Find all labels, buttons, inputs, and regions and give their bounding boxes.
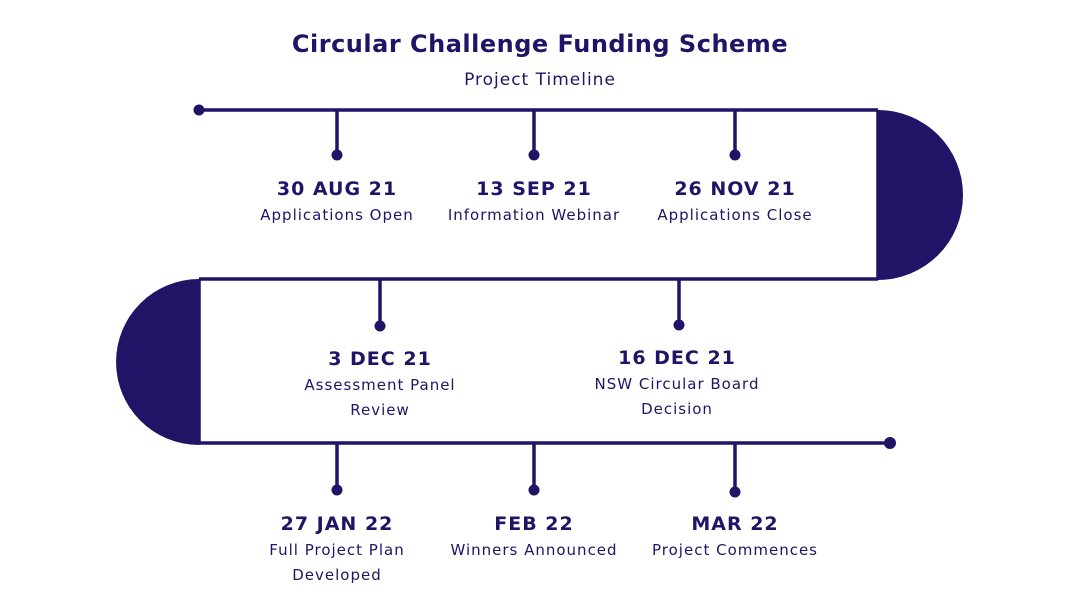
milestone: 3 DEC 21 Assessment Panel Review	[285, 348, 475, 423]
milestone-dot	[528, 484, 540, 496]
track-start-dot	[193, 104, 205, 116]
milestone-date: 3 DEC 21	[328, 348, 432, 370]
left-half-circle	[116, 279, 199, 445]
milestone-label: Assessment Panel Review	[304, 376, 456, 419]
milestone-label: Applications Open	[260, 206, 414, 224]
milestone-dot	[528, 149, 540, 161]
milestone-date: MAR 22	[691, 513, 779, 535]
milestone-dot	[729, 486, 741, 498]
milestone-dot	[331, 149, 343, 161]
milestone-date: 13 SEP 21	[476, 178, 592, 200]
milestone-dot	[673, 319, 685, 331]
right-half-circle	[878, 110, 963, 280]
milestone: 30 AUG 21 Applications Open	[227, 178, 447, 228]
milestone-label: Project Commences	[652, 541, 818, 559]
page-title: Circular Challenge Funding Scheme	[291, 30, 789, 58]
milestone-dot	[374, 320, 386, 332]
milestone: FEB 22 Winners Announced	[424, 513, 644, 563]
milestone: 13 SEP 21 Information Webinar	[424, 178, 644, 228]
milestone-label: Winners Announced	[450, 541, 618, 559]
page-subtitle: Project Timeline	[464, 70, 616, 90]
milestone-dot	[331, 484, 343, 496]
milestone-label: Full Project Plan Developed	[269, 541, 405, 584]
milestone-dot	[729, 149, 741, 161]
milestone-date: FEB 22	[494, 513, 574, 535]
milestone: 27 JAN 22 Full Project Plan Developed	[252, 513, 422, 588]
milestone: MAR 22 Project Commences	[625, 513, 845, 563]
milestone-label: NSW Circular Board Decision	[594, 375, 760, 418]
milestone-date: 26 NOV 21	[674, 178, 796, 200]
milestone: 16 DEC 21 NSW Circular Board Decision	[577, 347, 777, 422]
milestone-date: 16 DEC 21	[618, 347, 736, 369]
milestone: 26 NOV 21 Applications Close	[625, 178, 845, 228]
milestone-label: Information Webinar	[447, 206, 621, 224]
track-end-dot	[884, 437, 896, 449]
milestone-date: 30 AUG 21	[276, 178, 398, 200]
milestone-date: 27 JAN 22	[280, 513, 394, 535]
milestone-label: Applications Close	[657, 206, 813, 224]
